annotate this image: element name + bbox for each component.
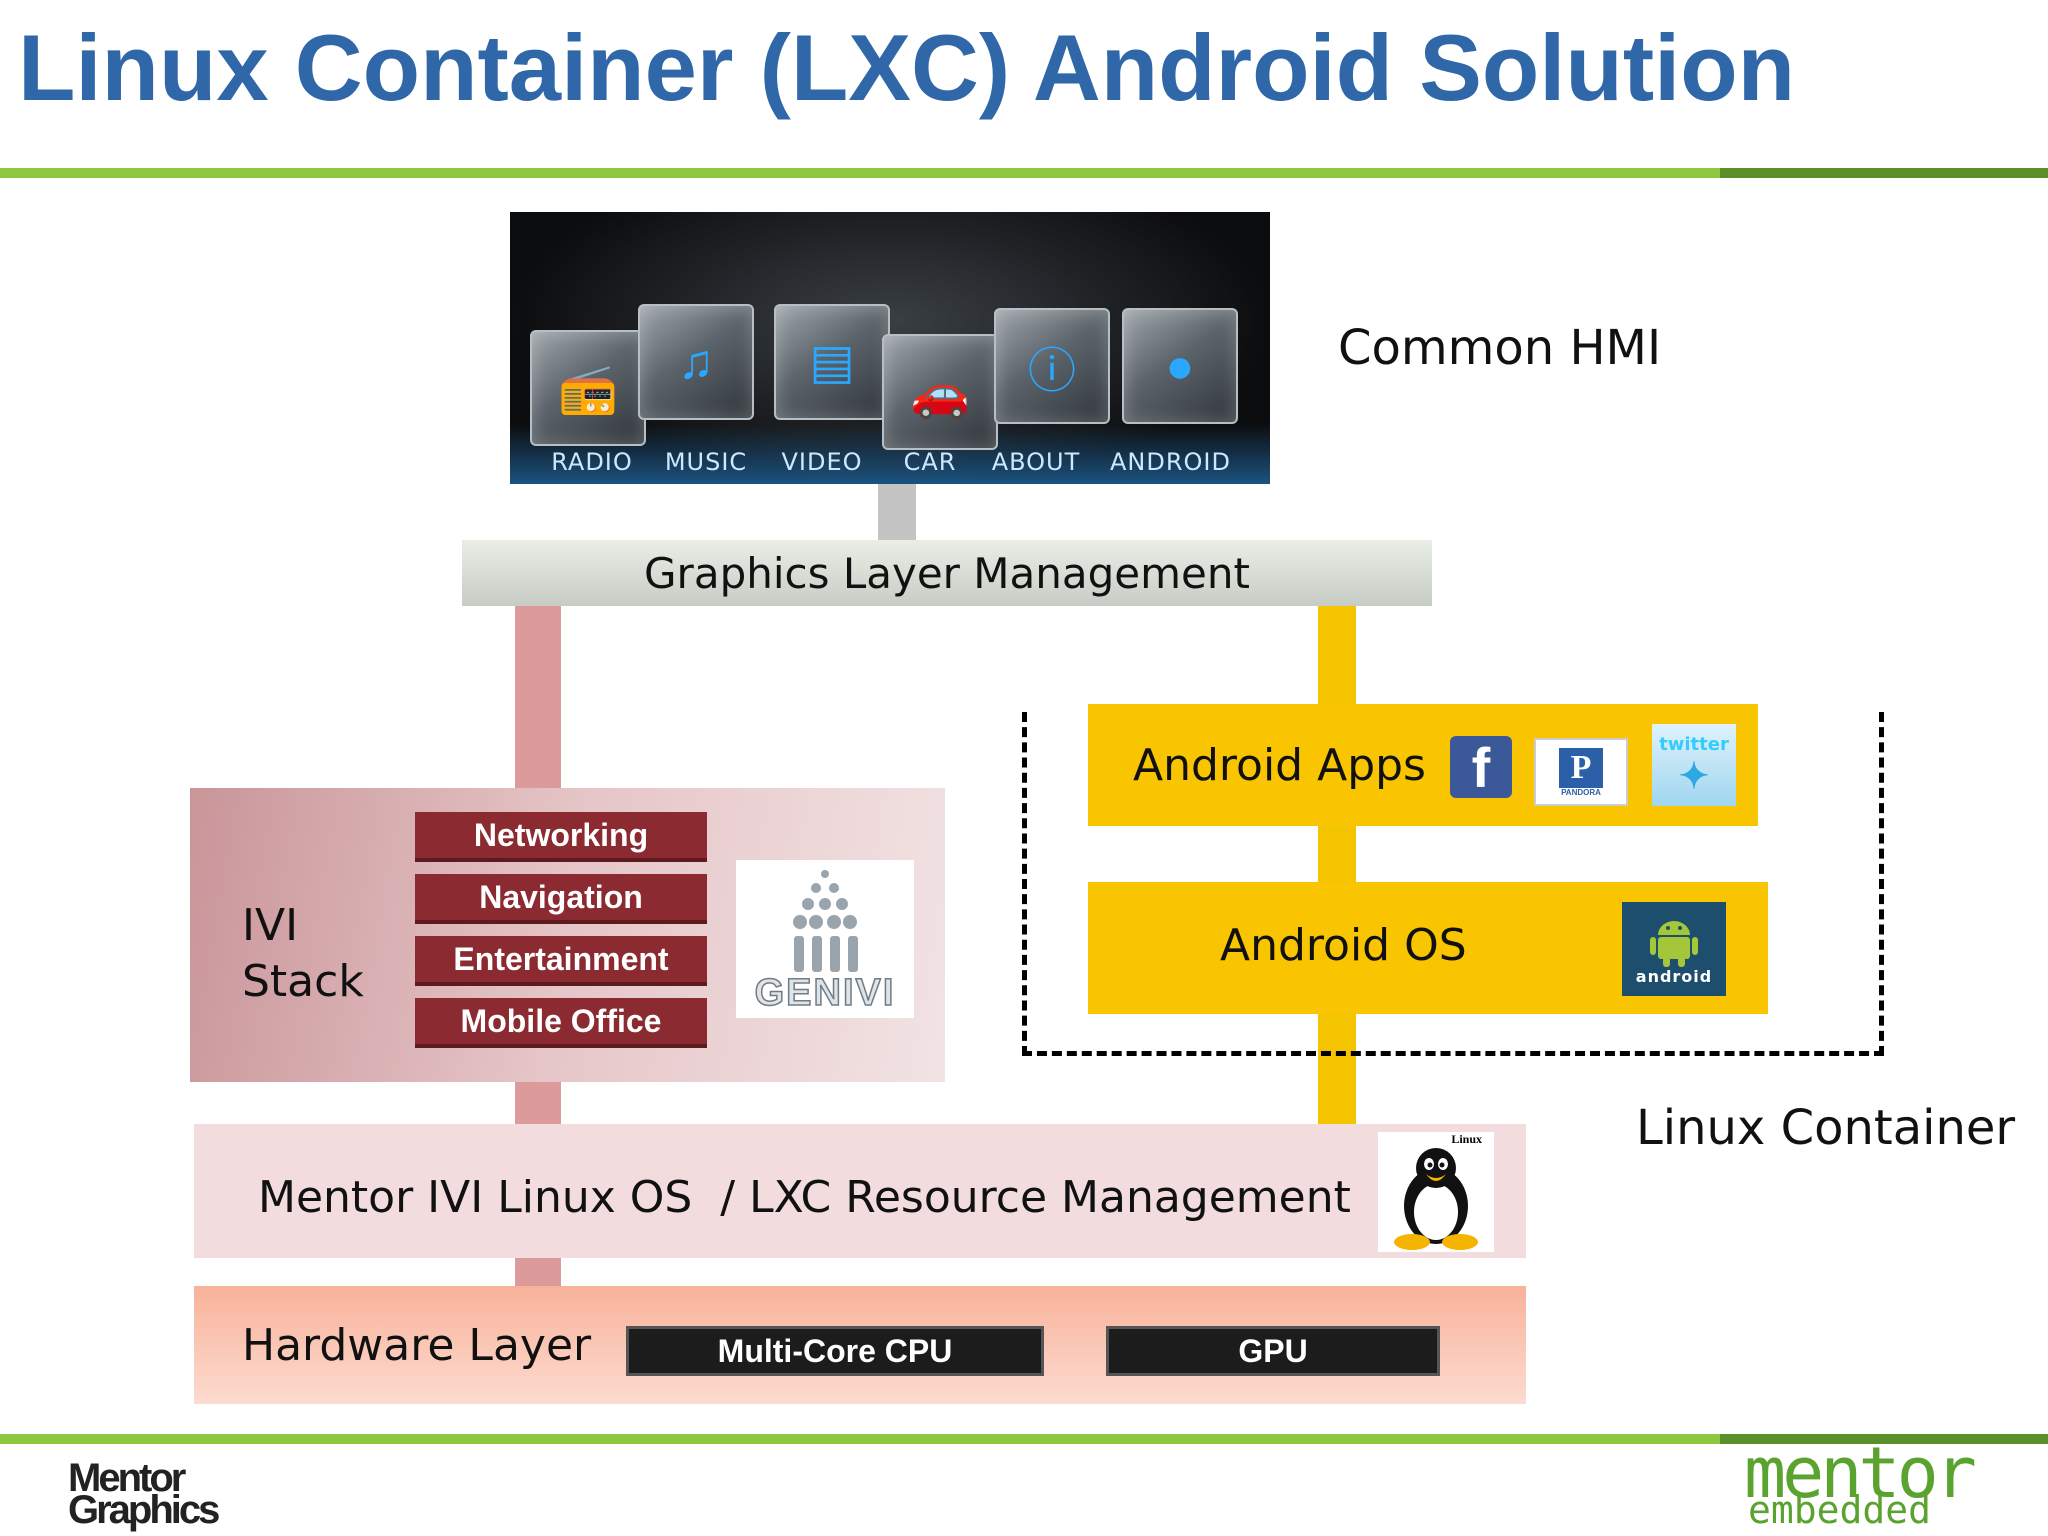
- radio-icon: 📻: [530, 330, 646, 446]
- android-connector-middle: [1318, 826, 1356, 882]
- hmi-tile-label: ANDROID: [1110, 448, 1231, 476]
- ivi-item-mobile-office: Mobile Office: [415, 998, 707, 1048]
- hmi-connector: [878, 484, 916, 540]
- ivi-item-navigation: Navigation: [415, 874, 707, 924]
- linux-container-boundary: [1022, 712, 1884, 1056]
- tux-logo: Linux: [1378, 1132, 1494, 1252]
- music-note-icon: ♫: [638, 304, 754, 420]
- hmi-tile-label: CAR: [903, 448, 957, 476]
- mentor-embedded-logo-top: mentor: [1744, 1432, 1977, 1514]
- pandora-caption: PANDORA: [1561, 787, 1601, 797]
- android-logo: android: [1622, 902, 1726, 996]
- android-apps-box: [1088, 704, 1758, 826]
- android-connector-lower: [1318, 1014, 1356, 1124]
- film-icon: ▤: [774, 304, 890, 420]
- ivi-stack-label: IVI Stack: [242, 900, 364, 1007]
- facebook-glyph: f: [1471, 735, 1491, 799]
- ivi-connector-upper: [515, 606, 561, 788]
- tux-caption: Linux: [1451, 1132, 1482, 1146]
- twitter-icon: twitter ✦: [1652, 724, 1736, 806]
- hmi-screenshot: 📻 ♫ ▤ 🚗 ⓘ ● RADIO MUSIC VIDEO CAR ABOUT …: [510, 212, 1270, 484]
- hardware-layer-label: Hardware Layer: [242, 1320, 592, 1371]
- common-hmi-label: Common HMI: [1338, 320, 1662, 376]
- bottom-divider-end: [1720, 1434, 2048, 1444]
- android-connector-upper: [1318, 606, 1356, 704]
- linux-os-label: Mentor IVI Linux OS / LXC Resource Manag…: [258, 1172, 1351, 1223]
- genivi-wordmark: GENIVI: [754, 971, 896, 1015]
- hmi-tile-label: VIDEO: [781, 448, 863, 476]
- android-apps-label: Android Apps: [1133, 740, 1426, 791]
- twitter-bird-icon: ✦: [1678, 754, 1710, 796]
- info-icon: ⓘ: [994, 308, 1110, 424]
- linux-os-layer: [194, 1124, 1526, 1258]
- top-divider-end: [1720, 168, 2048, 178]
- genivi-dots-icon: [793, 870, 858, 972]
- ivi-item-entertainment: Entertainment: [415, 936, 707, 986]
- bottom-divider: [0, 1434, 1720, 1444]
- pandora-icon: P PANDORA: [1534, 738, 1628, 806]
- mentor-graphics-logo: Mentor Graphics: [68, 1456, 220, 1532]
- android-robot-icon: ●: [1122, 308, 1238, 424]
- ivi-connector-lower: [515, 1258, 561, 1286]
- genivi-logo: GENIVI: [736, 860, 914, 1018]
- hmi-tile-label: ABOUT: [991, 448, 1081, 476]
- hmi-tile-label: RADIO: [551, 448, 633, 476]
- android-robot-icon: [1650, 920, 1698, 967]
- linux-container-label: Linux Container: [1636, 1100, 2016, 1156]
- ivi-connector-middle: [515, 1082, 561, 1124]
- pandora-glyph: P: [1559, 747, 1603, 788]
- mentor-embedded-logo-bottom: embedded: [1748, 1488, 1932, 1532]
- car-icon: 🚗: [882, 334, 998, 450]
- android-wordmark: android: [1635, 966, 1713, 986]
- multi-core-cpu-chip: Multi-Core CPU: [626, 1326, 1044, 1376]
- graphics-layer-management: Graphics Layer Management: [462, 540, 1432, 606]
- android-os-label: Android OS: [1220, 920, 1467, 971]
- twitter-wordmark: twitter: [1659, 733, 1729, 755]
- ivi-item-networking: Networking: [415, 812, 707, 862]
- hmi-tile-label: MUSIC: [664, 448, 748, 476]
- gpu-chip: GPU: [1106, 1326, 1440, 1376]
- facebook-icon: f: [1450, 735, 1512, 799]
- top-divider: [0, 168, 1720, 178]
- slide-title: Linux Container (LXC) Android Solution: [18, 15, 1796, 120]
- penguin-icon: [1394, 1148, 1478, 1250]
